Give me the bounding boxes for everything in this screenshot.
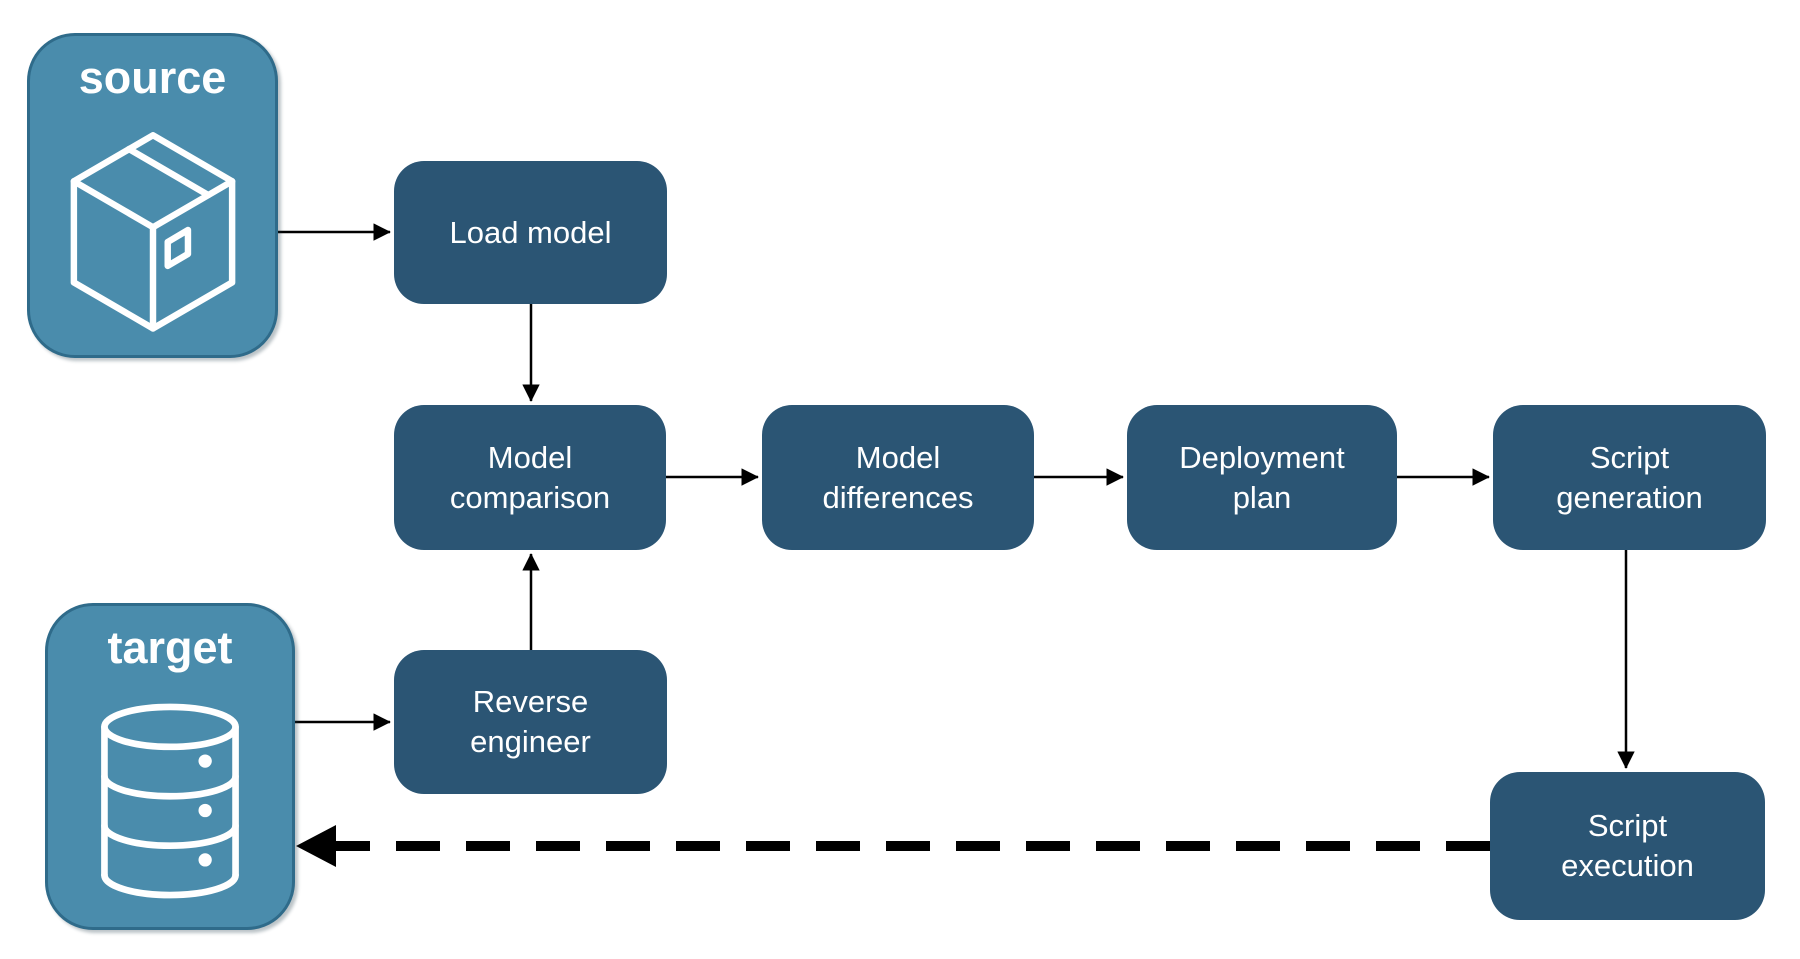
node-label: Deployment plan	[1179, 439, 1345, 515]
node-label: Script generation	[1556, 439, 1703, 515]
source-container: source	[27, 33, 278, 358]
arrow-script-execution-to-target	[296, 825, 1490, 867]
target-label: target	[107, 622, 233, 673]
node-load-model: Load model	[394, 161, 667, 304]
package-icon	[70, 131, 235, 332]
node-model-differences: Model differences	[762, 405, 1034, 550]
target-container: target	[45, 603, 295, 930]
node-label: Load model	[449, 214, 612, 250]
node-model-comparison: Model comparison	[394, 405, 666, 550]
node-label: Model comparison	[449, 439, 611, 515]
node-label: Reverse engineer	[470, 684, 591, 759]
node-script-generation: Script generation	[1493, 405, 1766, 550]
database-icon	[101, 703, 239, 898]
node-deployment-plan: Deployment plan	[1127, 405, 1397, 550]
node-reverse-engineer: Reverse engineer	[394, 650, 667, 794]
node-label: Model differences	[822, 439, 974, 515]
source-label: source	[78, 52, 227, 103]
node-label: Script execution	[1561, 808, 1694, 883]
node-script-execution: Script execution	[1490, 772, 1765, 920]
